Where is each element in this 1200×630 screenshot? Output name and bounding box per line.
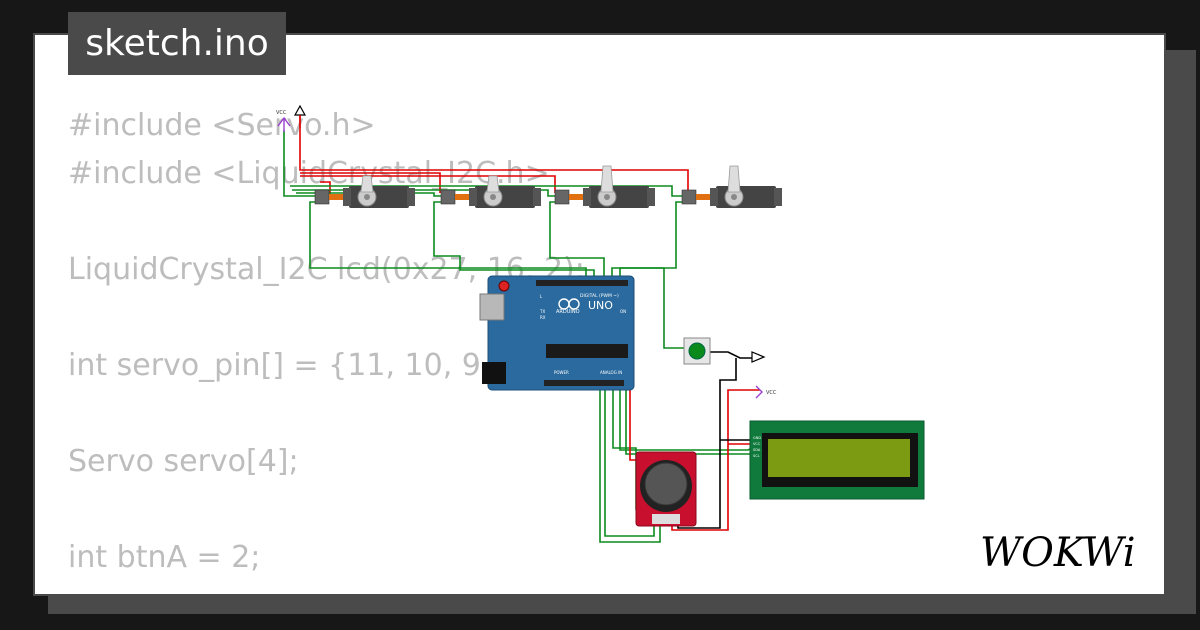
gnd-symbol bbox=[293, 104, 307, 128]
wires bbox=[283, 112, 760, 543]
code-line: #include <LiquidCrystal_I2C.h> bbox=[68, 156, 550, 191]
servo-3 bbox=[554, 165, 655, 208]
joystick-module bbox=[635, 451, 697, 527]
code-line: #include <Servo.h> bbox=[68, 108, 376, 143]
wire-power bbox=[320, 181, 331, 197]
vcc-label: VCC bbox=[276, 110, 287, 116]
wokwi-logo-text: WOKWi bbox=[980, 530, 1136, 576]
board-power-label: POWER bbox=[554, 370, 569, 375]
board-analog-label: ANALOG IN bbox=[600, 370, 622, 375]
board-model-text: UNO bbox=[588, 299, 613, 312]
wire-signal bbox=[612, 388, 637, 510]
wire-signal bbox=[611, 201, 682, 282]
vcc-label-right: VCC bbox=[766, 390, 777, 396]
servo-1 bbox=[314, 175, 415, 208]
wire-signal bbox=[309, 201, 587, 282]
arduino-uno-board: DIGITAL (PWM ~) ARDUINO UNO L TX RX ON P… bbox=[479, 275, 635, 391]
microcontroller-chip bbox=[546, 344, 628, 358]
wire-signal bbox=[625, 388, 752, 455]
board-rx-label: RX bbox=[540, 315, 546, 320]
servo-2 bbox=[440, 175, 541, 208]
lcd-pin-label: GND bbox=[753, 436, 761, 440]
lcd-pin-label: VCC bbox=[753, 442, 761, 446]
servo-4 bbox=[681, 165, 782, 208]
board-l-label: L bbox=[540, 294, 543, 299]
gnd-symbol-right bbox=[751, 351, 766, 363]
wire-power bbox=[671, 389, 760, 531]
wire-signal bbox=[283, 130, 315, 197]
code-snippet: #include <Servo.h> #include <LiquidCryst… bbox=[68, 102, 768, 582]
wire-ground bbox=[710, 351, 752, 359]
vcc-symbol: VCC bbox=[276, 110, 291, 132]
vcc-symbol-right: VCC bbox=[755, 385, 777, 399]
wire-signal bbox=[619, 267, 684, 349]
wire-signal bbox=[433, 201, 595, 282]
wire-signal bbox=[604, 388, 655, 537]
board-on-label: ON bbox=[620, 309, 626, 314]
board-digital-label: DIGITAL (PWM ~) bbox=[580, 293, 619, 299]
file-title: sketch.ino bbox=[68, 12, 286, 75]
usb-port bbox=[479, 293, 505, 321]
lcd-pin-label: SCL bbox=[753, 454, 760, 458]
wire-signal bbox=[292, 189, 555, 197]
reset-button-icon bbox=[498, 280, 510, 292]
wire-power bbox=[299, 112, 689, 192]
board-tx-label: TX bbox=[539, 309, 545, 314]
pushbutton bbox=[683, 337, 711, 365]
wire-signal bbox=[549, 201, 605, 282]
code-line: Servo servo[4]; bbox=[68, 444, 299, 479]
lcd-display: GND VCC SDA SCL bbox=[749, 420, 925, 500]
wokwi-logo: WOKWi bbox=[980, 530, 1136, 576]
wire-signal bbox=[599, 388, 661, 543]
wire-power bbox=[300, 175, 556, 193]
board-logo-text: ARDUINO bbox=[556, 309, 580, 315]
wire-ground bbox=[677, 358, 737, 529]
code-line: int btnA = 2; bbox=[68, 540, 261, 575]
power-jack bbox=[482, 362, 506, 384]
lcd-screen bbox=[768, 439, 910, 477]
lcd-pin-label: SDA bbox=[753, 448, 761, 452]
